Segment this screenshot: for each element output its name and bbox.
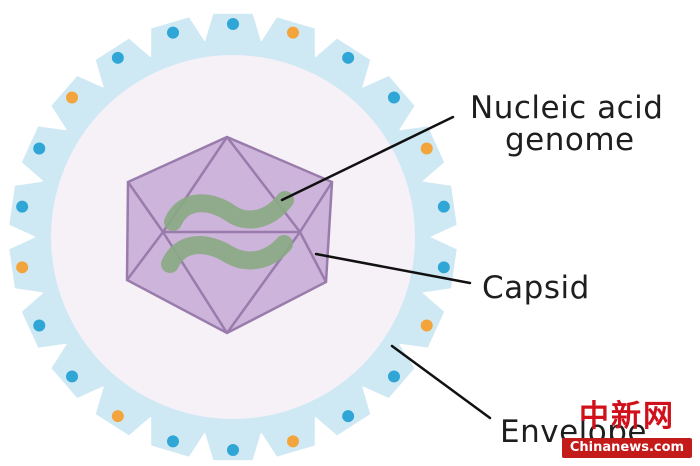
- surface-protein: [166, 26, 179, 39]
- surface-protein: [437, 200, 450, 213]
- surface-protein: [420, 319, 433, 332]
- surface-protein: [437, 261, 450, 274]
- envelope-spike: [51, 336, 112, 398]
- chinanews-watermark: 中新网 Chinanews.com: [562, 400, 692, 462]
- nucleic-acid-genome: [161, 191, 294, 273]
- capsid-label: Capsid: [482, 270, 590, 306]
- surface-protein: [33, 142, 46, 155]
- surface-protein: [227, 444, 239, 456]
- envelope-pointer-line: [390, 344, 492, 420]
- surface-protein: [111, 51, 124, 64]
- genome-label-line2: genome: [505, 122, 635, 158]
- watermark-site: Chinanews.com: [562, 438, 692, 458]
- surface-protein: [66, 370, 79, 383]
- genome-label-line1: Nucleic acid: [470, 90, 663, 126]
- watermark-logo: 中新网: [579, 399, 675, 434]
- surface-protein: [66, 91, 79, 104]
- surface-protein: [166, 435, 179, 448]
- capsid-facets: [126, 136, 334, 334]
- capsid: [125, 135, 334, 335]
- surface-protein: [16, 261, 29, 274]
- surface-protein: [287, 26, 300, 39]
- surface-protein: [33, 319, 46, 332]
- surface-protein: [16, 200, 29, 213]
- envelope-spike: [354, 76, 415, 138]
- genome-pointer-line: [280, 115, 455, 202]
- capsid-pointer-line: [314, 252, 472, 285]
- surface-protein: [387, 370, 400, 383]
- surface-protein: [387, 91, 400, 104]
- surface-protein: [420, 142, 433, 155]
- surface-protein: [287, 435, 300, 448]
- pointer-lines: [280, 115, 492, 420]
- surface-protein: [342, 410, 355, 423]
- surface-protein: [342, 51, 355, 64]
- surface-protein: [111, 410, 124, 423]
- surface-protein: [227, 18, 239, 30]
- envelope-spike: [51, 76, 112, 138]
